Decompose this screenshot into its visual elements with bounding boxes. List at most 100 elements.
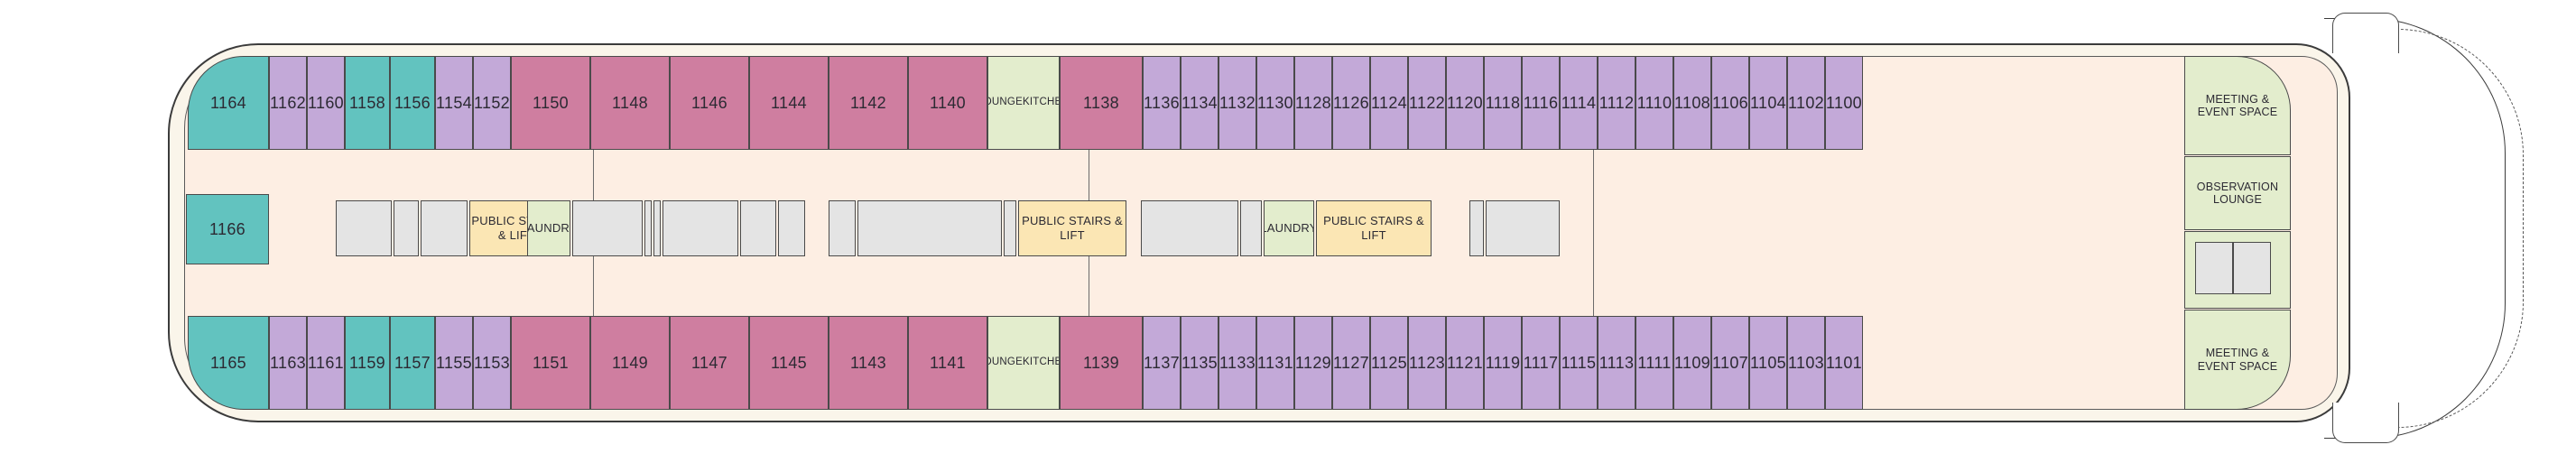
cabin-1146[interactable]: 1146 xyxy=(670,56,749,150)
cabin-1126[interactable]: 1126 xyxy=(1332,56,1370,150)
cabin-1125[interactable]: 1125 xyxy=(1370,316,1408,410)
corridor-service-cell-10 xyxy=(740,200,776,256)
room-label-line: LOUNGE xyxy=(988,97,1023,108)
cabin-1123[interactable]: 1123 xyxy=(1408,316,1446,410)
corridor-service-cell-8 xyxy=(653,200,661,256)
cabin-1153[interactable]: 1153 xyxy=(473,316,511,410)
cabin-1140[interactable]: 1140 xyxy=(908,56,987,150)
cabin-1162[interactable]: 1162 xyxy=(269,56,307,150)
cabin-1161[interactable]: 1161 xyxy=(307,316,345,410)
cabin-1120[interactable]: 1120 xyxy=(1446,56,1484,150)
cabin-1138[interactable]: 1138 xyxy=(1060,56,1143,150)
section-divider-3 xyxy=(1593,56,1595,410)
cabin-1103[interactable]: 1103 xyxy=(1787,316,1825,410)
cabin-1119[interactable]: 1119 xyxy=(1484,316,1522,410)
cabin-1118[interactable]: 1118 xyxy=(1484,56,1522,150)
bow-outline-arc-secondary xyxy=(2360,29,2524,428)
cabin-1155[interactable]: 1155 xyxy=(435,316,473,410)
laundry-room[interactable]: LAUNDRY xyxy=(1264,200,1314,256)
corridor-service-cell-6 xyxy=(572,200,643,256)
cabin-1157[interactable]: 1157 xyxy=(390,316,435,410)
cabin-1144[interactable]: 1144 xyxy=(749,56,829,150)
cabin-1149[interactable]: 1149 xyxy=(590,316,670,410)
cabin-1112[interactable]: 1112 xyxy=(1598,56,1635,150)
cabin-1101[interactable]: 1101 xyxy=(1825,316,1863,410)
cabin-1154[interactable]: 1154 xyxy=(435,56,473,150)
corridor-service-cell-13 xyxy=(857,200,1002,256)
cabin-1106[interactable]: 1106 xyxy=(1711,56,1749,150)
meeting-event-space-bottom[interactable]: MEETING & EVENT SPACE xyxy=(2184,310,2291,410)
cabin-1139[interactable]: 1139 xyxy=(1060,316,1143,410)
room-label-line: KITCHEN xyxy=(1022,97,1059,108)
cabin-1107[interactable]: 1107 xyxy=(1711,316,1749,410)
cabin-1141[interactable]: 1141 xyxy=(908,316,987,410)
cabin-1108[interactable]: 1108 xyxy=(1673,56,1711,150)
cabin-1116[interactable]: 1116 xyxy=(1522,56,1560,150)
cabin-1152[interactable]: 1152 xyxy=(473,56,511,150)
cabin-1132[interactable]: 1132 xyxy=(1219,56,1256,150)
lounge-kitchen-top[interactable]: LOUNGEKITCHEN xyxy=(987,56,1060,150)
cabin-1114[interactable]: 1114 xyxy=(1560,56,1598,150)
cabin-1133[interactable]: 1133 xyxy=(1219,316,1256,410)
cabin-1100[interactable]: 1100 xyxy=(1825,56,1863,150)
cabin-1109[interactable]: 1109 xyxy=(1673,316,1711,410)
cabin-1143[interactable]: 1143 xyxy=(829,316,908,410)
cabin-1131[interactable]: 1131 xyxy=(1256,316,1294,410)
bow-service-cell-1 xyxy=(2195,242,2233,294)
room-label-line: LOUNGE xyxy=(988,357,1023,368)
cabin-1124[interactable]: 1124 xyxy=(1370,56,1408,150)
laundry-room[interactable]: LAUNDRY xyxy=(527,200,570,256)
public-stairs-and-lift[interactable]: PUBLIC STAIRS & LIFT xyxy=(1316,200,1432,256)
corridor-service-cell-12 xyxy=(829,200,856,256)
cabin-1134[interactable]: 1134 xyxy=(1181,56,1219,150)
corridor-service-cell-9 xyxy=(663,200,738,256)
observation-lounge[interactable]: OBSERVATION LOUNGE xyxy=(2184,156,2291,230)
cabin-1111[interactable]: 1111 xyxy=(1635,316,1673,410)
cabin-1151[interactable]: 1151 xyxy=(511,316,590,410)
cabin-1160[interactable]: 1160 xyxy=(307,56,345,150)
cabin-1129[interactable]: 1129 xyxy=(1294,316,1332,410)
cabin-1137[interactable]: 1137 xyxy=(1143,316,1181,410)
cabin-1136[interactable]: 1136 xyxy=(1143,56,1181,150)
cabin-1159[interactable]: 1159 xyxy=(345,316,390,410)
lounge-kitchen-bottom[interactable]: LOUNGEKITCHEN xyxy=(987,316,1060,410)
bow-bottom-nub xyxy=(2332,403,2399,443)
cabin-1115[interactable]: 1115 xyxy=(1560,316,1598,410)
cabin-1122[interactable]: 1122 xyxy=(1408,56,1446,150)
cabin-1104[interactable]: 1104 xyxy=(1749,56,1787,150)
corridor-service-cell-16 xyxy=(1141,200,1238,256)
cabin-1130[interactable]: 1130 xyxy=(1256,56,1294,150)
cabin-1145[interactable]: 1145 xyxy=(749,316,829,410)
cabin-1127[interactable]: 1127 xyxy=(1332,316,1370,410)
cabin-1113[interactable]: 1113 xyxy=(1598,316,1635,410)
meeting-event-space-top[interactable]: MEETING & EVENT SPACE xyxy=(2184,56,2291,155)
cabin-1117[interactable]: 1117 xyxy=(1522,316,1560,410)
corridor-service-cell-20 xyxy=(1469,200,1484,256)
cabin-1163[interactable]: 1163 xyxy=(269,316,307,410)
bow-service-cell-2 xyxy=(2233,242,2271,294)
corridor-service-cell-3 xyxy=(421,200,468,256)
corridor-service-cell-17 xyxy=(1240,200,1262,256)
cabin-1142[interactable]: 1142 xyxy=(829,56,908,150)
corridor-service-cell-14 xyxy=(1004,200,1016,256)
cabin-1128[interactable]: 1128 xyxy=(1294,56,1332,150)
corridor-service-cell-11 xyxy=(778,200,805,256)
room-label-line: KITCHEN xyxy=(1022,357,1059,368)
cabin-1166[interactable]: 1166 xyxy=(186,194,269,264)
cabin-1121[interactable]: 1121 xyxy=(1446,316,1484,410)
corridor-service-cell-7 xyxy=(644,200,652,256)
cabin-1158[interactable]: 1158 xyxy=(345,56,390,150)
corridor-service-cell-21 xyxy=(1486,200,1560,256)
public-stairs-and-lift[interactable]: PUBLIC STAIRS & LIFT xyxy=(1018,200,1126,256)
cabin-1102[interactable]: 1102 xyxy=(1787,56,1825,150)
cabin-1105[interactable]: 1105 xyxy=(1749,316,1787,410)
cabin-1110[interactable]: 1110 xyxy=(1635,56,1673,150)
cabin-1156[interactable]: 1156 xyxy=(390,56,435,150)
cabin-1150[interactable]: 1150 xyxy=(511,56,590,150)
cabin-1147[interactable]: 1147 xyxy=(670,316,749,410)
cabin-1135[interactable]: 1135 xyxy=(1181,316,1219,410)
cabin-1148[interactable]: 1148 xyxy=(590,56,670,150)
corridor-service-cell-1 xyxy=(336,200,392,256)
bow-top-nub xyxy=(2332,13,2399,53)
